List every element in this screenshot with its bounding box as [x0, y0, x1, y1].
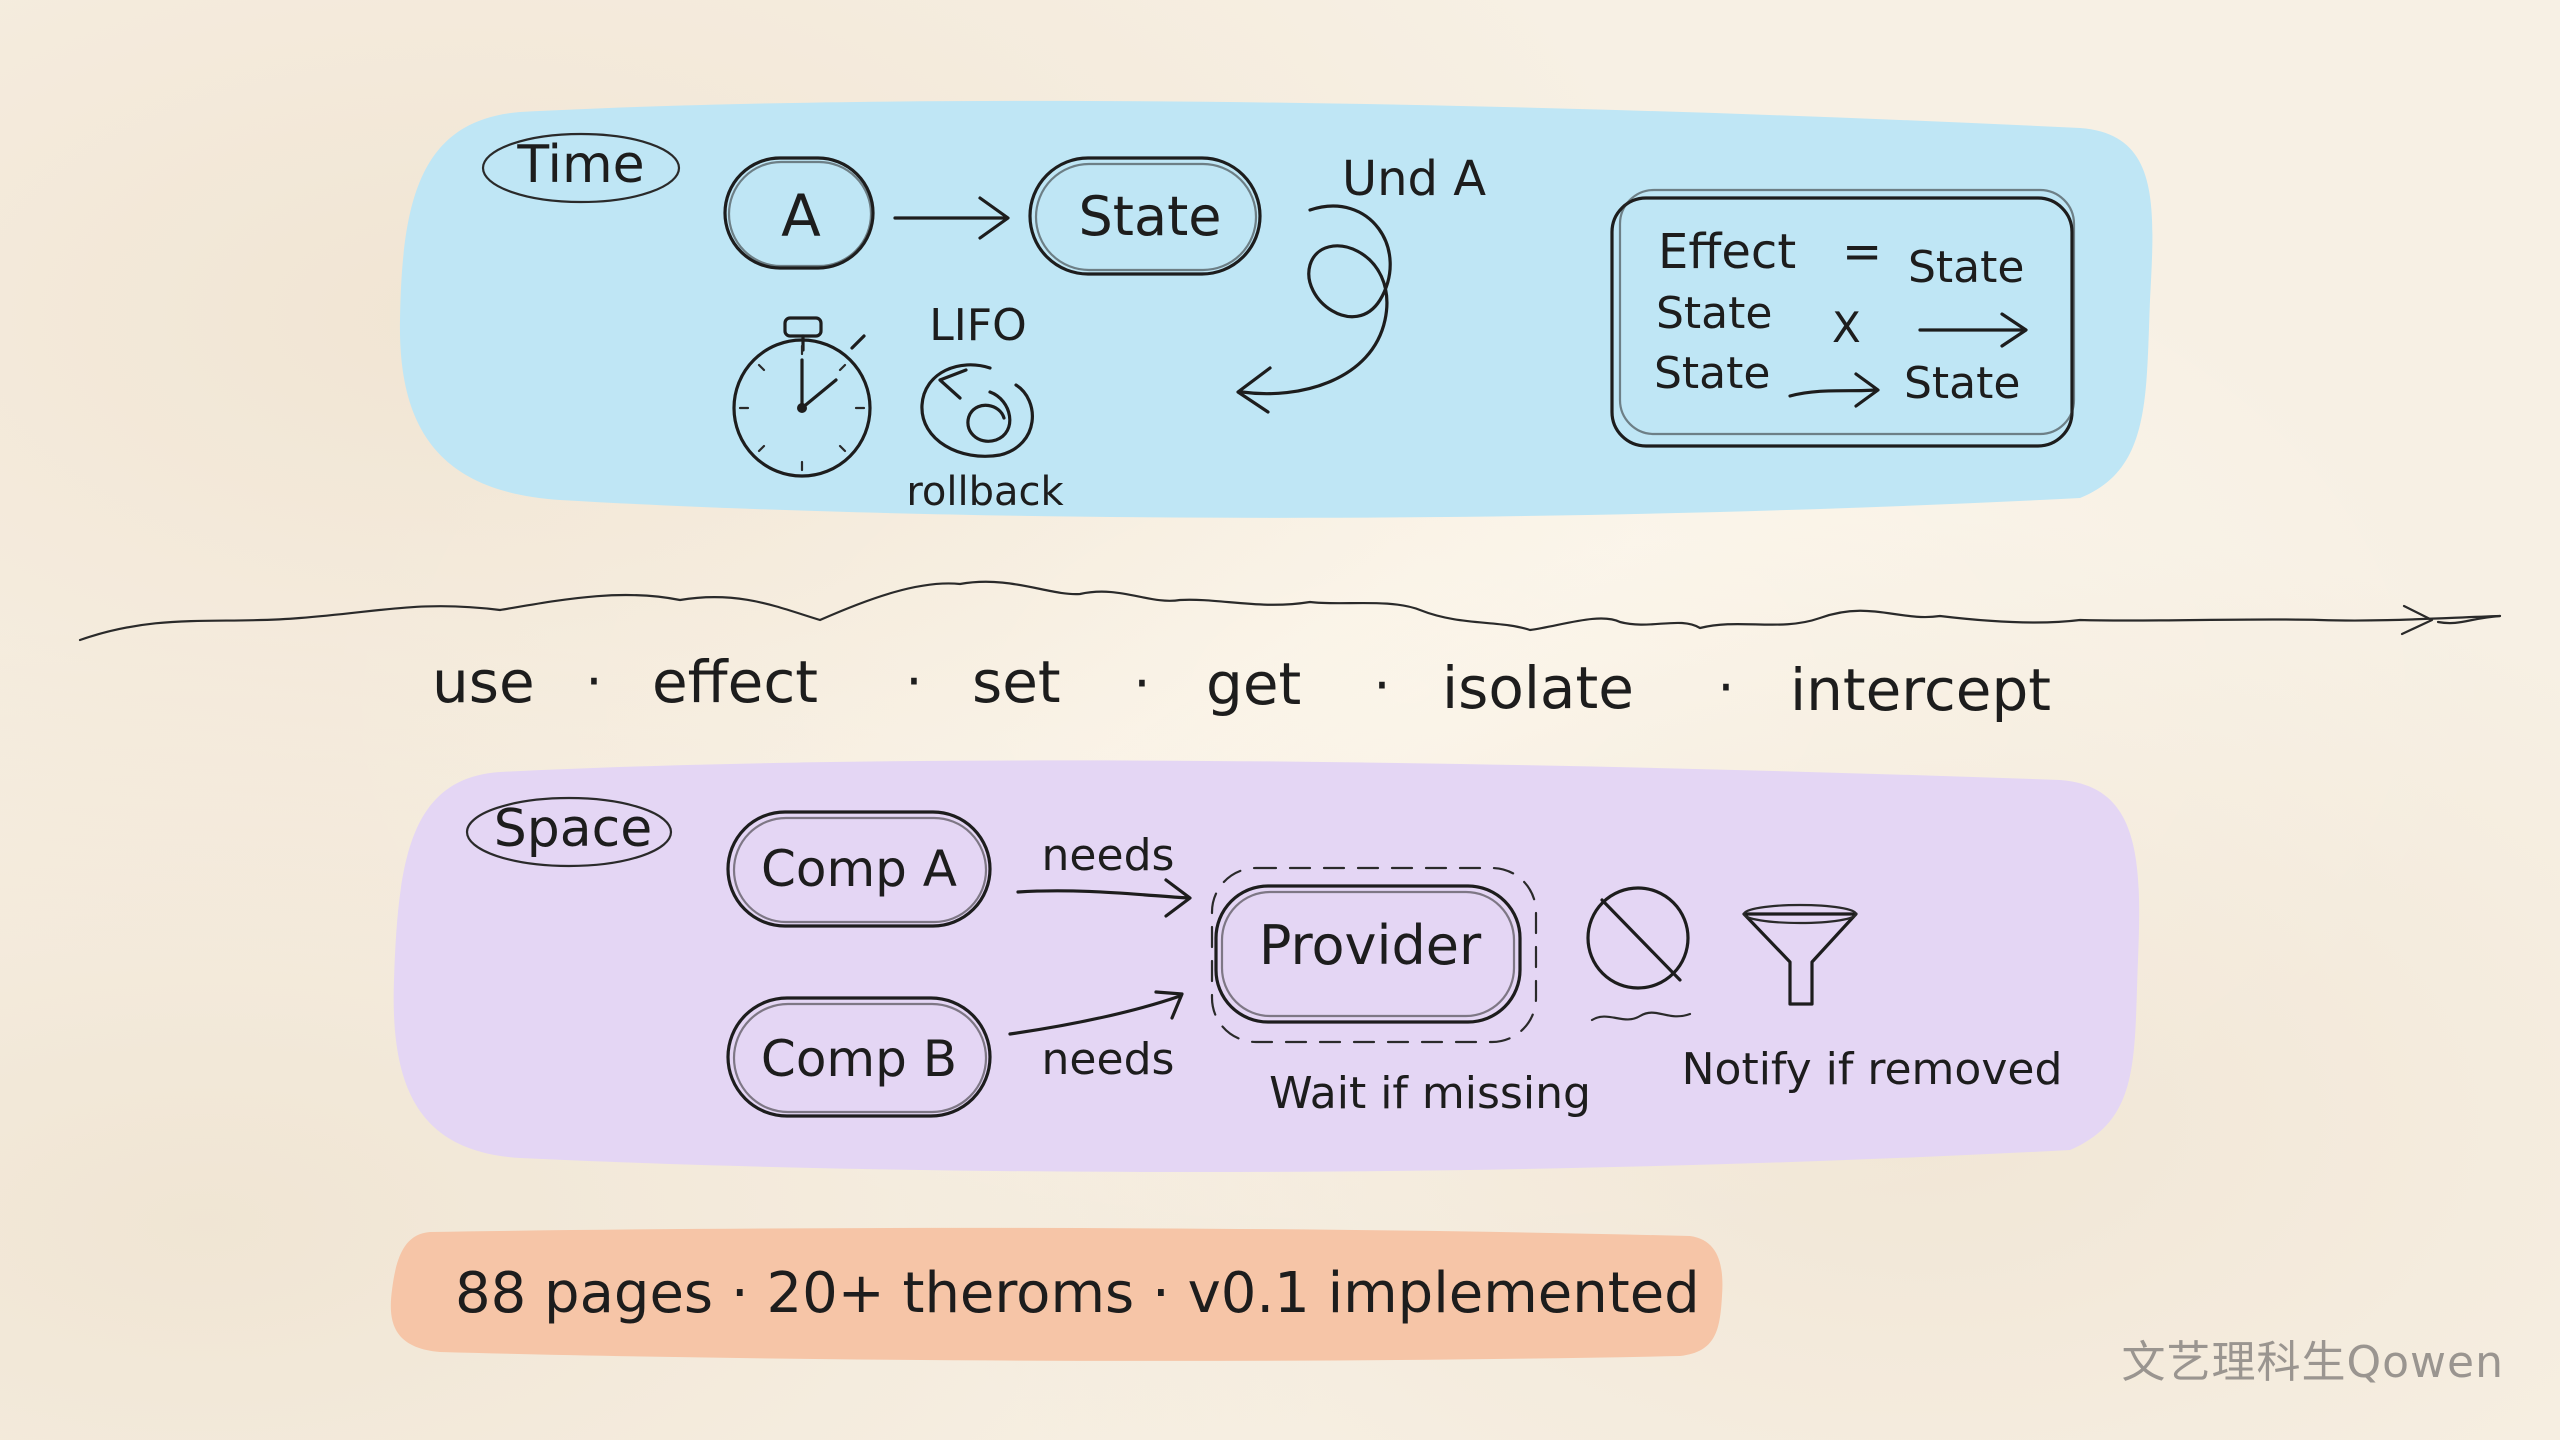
no-entry-icon	[1586, 886, 1692, 1022]
horizon-divider	[78, 580, 2502, 642]
time-section: Time A State Und A	[399, 100, 2153, 518]
effect-row2-left: State	[1656, 288, 1772, 339]
provider-node: Provider	[1210, 866, 1538, 1044]
verb-separator: ·	[1717, 656, 1734, 719]
space-section: Space Comp A Comp B needs needs	[393, 760, 2140, 1173]
time-tag: Time	[481, 132, 681, 204]
arrow-comp-b-to-provider	[1008, 990, 1184, 1036]
node-a: A	[723, 156, 875, 270]
verb-effect: effect	[652, 648, 818, 716]
effect-row1-right: State	[1908, 242, 2024, 293]
verb-separator: ·	[1133, 652, 1150, 715]
time-band	[399, 100, 2153, 518]
effect-row2-arrow	[1918, 312, 2028, 348]
verb-isolate: isolate	[1442, 654, 1634, 722]
verb-separator: ·	[1373, 654, 1390, 717]
verb-set: set	[972, 648, 1061, 716]
undo-label: Und A	[1342, 151, 1486, 207]
rollback-label: rollback	[906, 469, 1064, 515]
summary-text: 88 pages · 20+ theroms · v0.1 implemente…	[455, 1261, 1700, 1326]
comp-a-node: Comp A	[726, 810, 992, 928]
verb-separator: ·	[585, 650, 602, 713]
summary-section: 88 pages · 20+ theroms · v0.1 implemente…	[390, 1227, 1723, 1361]
node-state: State	[1028, 156, 1262, 276]
effect-row3-left: State	[1654, 348, 1770, 399]
needs-label-a: needs	[1042, 830, 1175, 881]
comp-b-node: Comp B	[726, 996, 992, 1118]
provider-label: Provider	[1259, 914, 1482, 977]
space-tag: Space	[465, 796, 673, 868]
lifo-label: LIFO	[929, 300, 1026, 351]
verb-use: use	[432, 648, 535, 716]
undo-loop-arrow-icon	[1236, 204, 1392, 414]
time-tag-label: Time	[516, 135, 644, 195]
node-state-label: State	[1079, 185, 1222, 248]
funnel-icon	[1742, 903, 1858, 1006]
stopwatch-icon	[732, 316, 872, 478]
rollback-spiral-icon	[920, 363, 1034, 458]
summary-band	[390, 1227, 1723, 1361]
effect-row2-op: X	[1832, 303, 1861, 352]
effect-row1-op: =	[1842, 224, 1882, 280]
watermark: 文艺理科生Qowen	[2121, 1337, 2504, 1388]
wait-if-missing-label: Wait if missing	[1269, 1068, 1591, 1119]
verb-separator: ·	[905, 650, 922, 713]
verb-intercept: intercept	[1790, 656, 2051, 724]
effect-row3-right: State	[1904, 358, 2020, 409]
comp-a-label: Comp A	[761, 840, 957, 898]
space-tag-label: Space	[494, 799, 652, 859]
effect-row1-left: Effect	[1658, 224, 1796, 280]
verb-get: get	[1206, 650, 1301, 718]
space-band	[393, 760, 2140, 1173]
arrow-comp-a-to-provider	[1016, 878, 1192, 918]
effect-box: Effect = State State X State State	[1610, 188, 2076, 448]
arrow-a-to-state	[893, 196, 1010, 240]
node-a-label: A	[781, 182, 821, 250]
needs-label-b: needs	[1042, 1034, 1175, 1085]
effect-row3-arrow	[1788, 372, 1880, 408]
comp-b-label: Comp B	[761, 1030, 957, 1088]
notify-if-removed-label: Notify if removed	[1682, 1044, 2063, 1095]
verbs-row: use · effect · set · get · isolate · int…	[432, 648, 2051, 724]
